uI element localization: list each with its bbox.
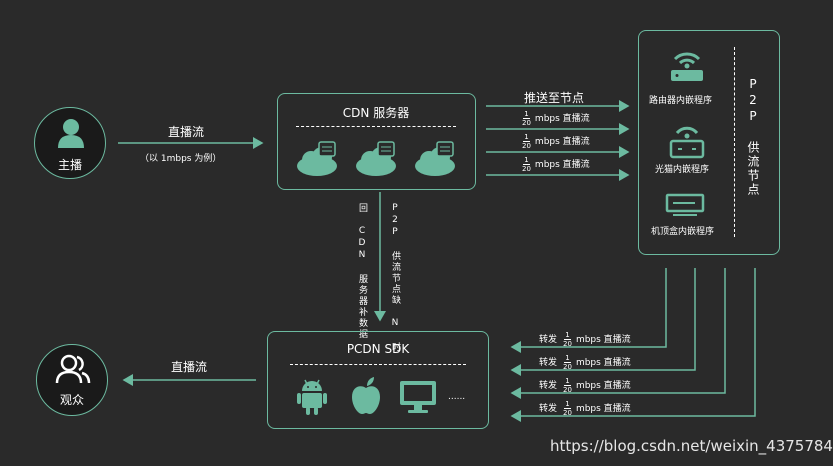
audience-node: 观众	[36, 344, 108, 416]
cdn-server-box: CDN 服务器	[277, 93, 476, 190]
pcdn-sdk-box: PCDN SDK ......	[267, 331, 489, 429]
anchor-stream-sub: （以 1mbps 为例）	[140, 154, 222, 164]
anchor-label: 主播	[57, 158, 82, 172]
p2p-node-label: 光猫内嵌程序	[655, 165, 710, 175]
audience-label: 观众	[59, 393, 84, 407]
fallback-left-label: 回 CDN 服务器补数据	[357, 203, 367, 340]
optical-modem-icon	[669, 126, 705, 159]
pcdn-title: PCDN SDK	[346, 342, 410, 356]
group-icon	[55, 354, 91, 384]
wifi-router-icon	[671, 52, 703, 81]
arrow-forward-1	[510, 268, 667, 353]
arrow-forward-2	[510, 268, 696, 376]
p2p-node-label: 路由器内嵌程序	[649, 96, 713, 106]
cloud-server-icon	[356, 141, 396, 176]
pcdn-more: ......	[448, 392, 466, 402]
audience-stream-label: 直播流	[171, 360, 208, 374]
arrow-forward-4	[510, 268, 756, 422]
p2p-node-box: 路由器内嵌程序 光猫内嵌程序 机顶盒内嵌程序 P2P 供流节点	[638, 30, 780, 255]
set-top-box-icon	[665, 193, 705, 216]
push-label: 推送至节点	[524, 91, 585, 105]
anchor-node: 主播	[34, 107, 106, 179]
arrow-forward-3	[510, 268, 726, 399]
anchor-stream-label: 直播流	[168, 125, 205, 139]
pcdn-divider	[290, 364, 466, 365]
desktop-icon	[400, 381, 436, 413]
p2p-divider	[734, 47, 735, 237]
cdn-title: CDN 服务器	[342, 106, 410, 120]
cloud-server-icon	[415, 141, 455, 176]
apple-icon	[352, 377, 380, 414]
p2p-node-label: 机顶盒内嵌程序	[651, 227, 715, 237]
watermark: https://blog.csdn.net/weixin_43757847	[550, 437, 833, 455]
person-icon	[58, 119, 84, 148]
cdn-divider	[296, 126, 456, 127]
cloud-server-icon	[297, 141, 337, 176]
p2p-title: P2P 供流节点	[746, 77, 760, 197]
fallback-right-label: P2P 供流节点缺 N 时	[390, 203, 400, 353]
android-icon	[297, 379, 327, 415]
